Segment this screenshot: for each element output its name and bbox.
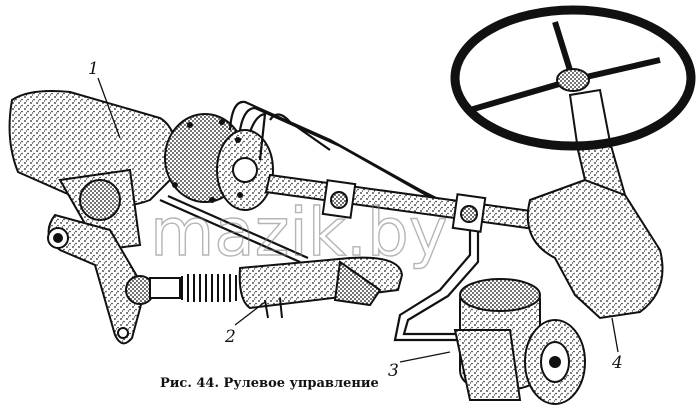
steering-wheel[interactable] — [450, 5, 696, 151]
leader-lines — [97, 77, 619, 363]
callout-1: 1 — [88, 59, 99, 79]
callout-2: 2 — [224, 327, 236, 347]
callout-3: 3 — [388, 361, 399, 381]
steering-column — [526, 88, 664, 320]
hydraulic-lines — [159, 100, 480, 342]
steering-shaft — [264, 173, 562, 234]
steering-gear-housing — [8, 90, 274, 252]
power-steering-pump — [453, 278, 586, 405]
watermark-text: mazik.by — [150, 194, 448, 271]
callout-4: 4 — [611, 353, 623, 373]
pitman-arm — [47, 213, 155, 345]
power-cylinder — [149, 256, 404, 319]
figure-caption: Рис. 44. Рулевое управление — [160, 376, 379, 391]
